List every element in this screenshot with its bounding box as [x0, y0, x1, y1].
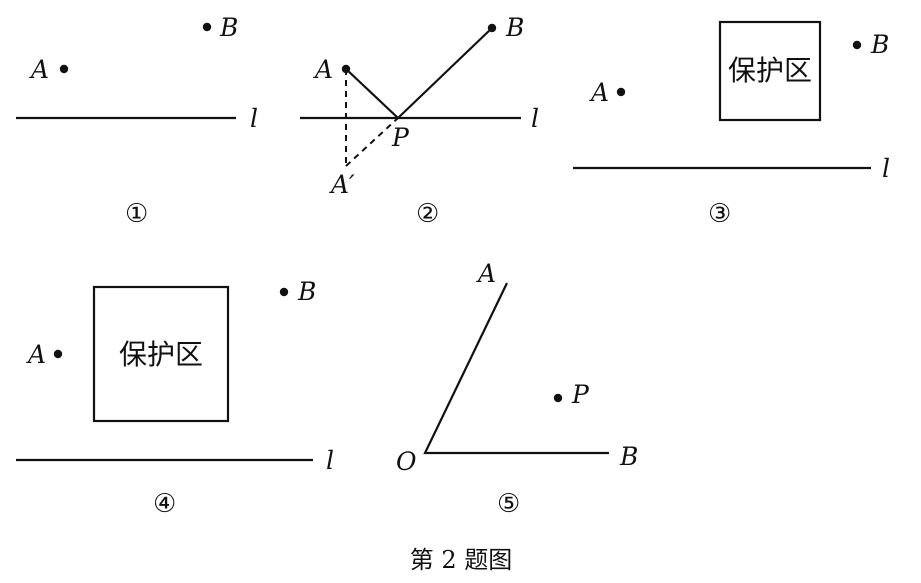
protected-zone-label: 保护区: [728, 54, 812, 87]
point-b-label: B: [505, 13, 524, 42]
segment-a-prime-p-dashed: [345, 117, 399, 167]
point-b-dot: [202, 22, 212, 32]
point-p-dot: [553, 393, 563, 403]
segment-pb: [397, 27, 493, 119]
figure-1: A B l ①: [16, 13, 258, 229]
figure-number: ②: [416, 199, 439, 229]
point-a-label: A: [313, 55, 333, 84]
point-b-dot: [852, 40, 862, 50]
point-b-label: B: [870, 30, 889, 59]
point-o-label: O: [396, 447, 417, 476]
point-a-dot: [616, 87, 626, 97]
point-p-label: P: [391, 123, 410, 152]
point-b-label: B: [619, 442, 638, 471]
line-l-label: l: [326, 446, 334, 475]
point-b-label: B: [297, 277, 316, 306]
figure-2: l A B P A′ ②: [300, 13, 539, 229]
point-a-label: A: [589, 78, 609, 107]
figure-5: A O B P ⑤: [396, 259, 638, 519]
point-a-dot: [59, 64, 69, 74]
protected-zone-label: 保护区: [119, 338, 203, 371]
point-b-dot: [279, 287, 289, 297]
point-b-label: B: [219, 13, 238, 42]
line-l-label: l: [882, 154, 890, 183]
figure-caption: 第 2 题图: [410, 546, 513, 574]
point-a-dot: [53, 349, 63, 359]
point-p-label: P: [571, 380, 590, 409]
angle-aob: [423, 282, 609, 455]
line-l-label: l: [531, 104, 539, 133]
point-a-label: A: [476, 259, 496, 288]
segment-ap: [345, 68, 399, 119]
protected-zone: [718, 20, 822, 122]
figure-number: ③: [708, 199, 731, 229]
line-l-label: l: [250, 104, 258, 133]
figure-number: ①: [125, 199, 148, 229]
figure-number: ④: [153, 489, 176, 519]
point-a-label: A: [29, 55, 49, 84]
figure-3: 保护区 A B l ③: [573, 20, 890, 229]
point-a-label: A: [26, 340, 46, 369]
figure-4: 保护区 A B l ④: [16, 277, 334, 519]
point-a-prime-label: A′: [329, 170, 355, 199]
figure-number: ⑤: [497, 489, 520, 519]
protected-zone: [92, 285, 230, 423]
